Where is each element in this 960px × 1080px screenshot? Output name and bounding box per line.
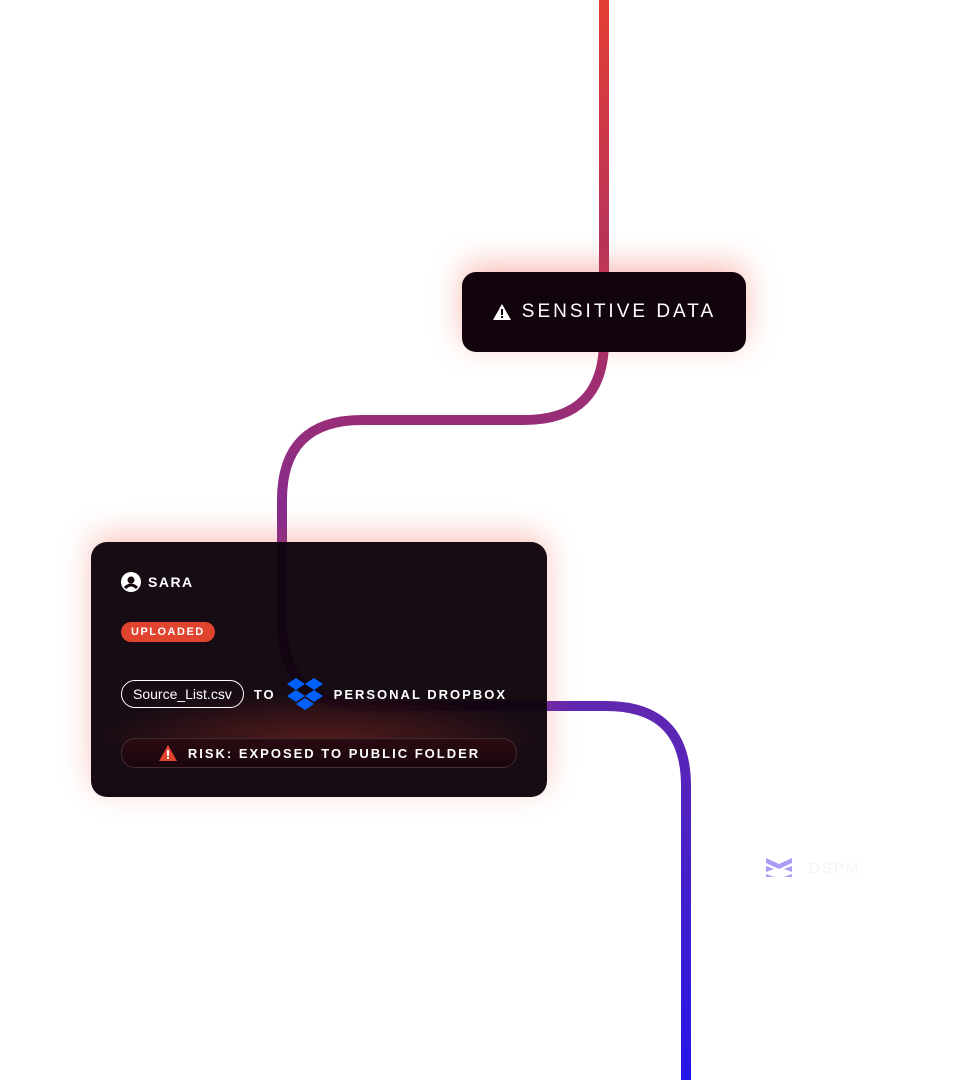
warning-icon — [492, 304, 511, 320]
user-name: SARA — [148, 574, 194, 590]
file-chip[interactable]: Source_List.csv — [121, 680, 244, 708]
user-icon — [121, 572, 141, 592]
action-badge: UPLOADED — [121, 622, 215, 642]
logo-mark-icon — [766, 858, 792, 877]
destination-label: PERSONAL DROPBOX — [333, 686, 507, 702]
warning-icon — [158, 745, 177, 761]
connector-text: TO — [253, 686, 276, 702]
sensitive-data-node[interactable]: SENSITIVE DATA — [462, 272, 746, 352]
user: SARA — [121, 572, 194, 592]
event-card[interactable]: SARA UPLOADED Source_List.csv TO PERSONA… — [91, 542, 547, 797]
sensitive-data-label: SENSITIVE DATA — [521, 301, 717, 322]
risk-text: RISK: EXPOSED TO PUBLIC FOLDER — [187, 745, 481, 761]
brand-name: DSPM — [809, 859, 861, 877]
dropbox-icon — [286, 678, 323, 710]
risk-glow — [91, 692, 547, 742]
brand-logo: DSPM — [766, 858, 860, 878]
risk-banner: RISK: EXPOSED TO PUBLIC FOLDER — [121, 738, 517, 768]
